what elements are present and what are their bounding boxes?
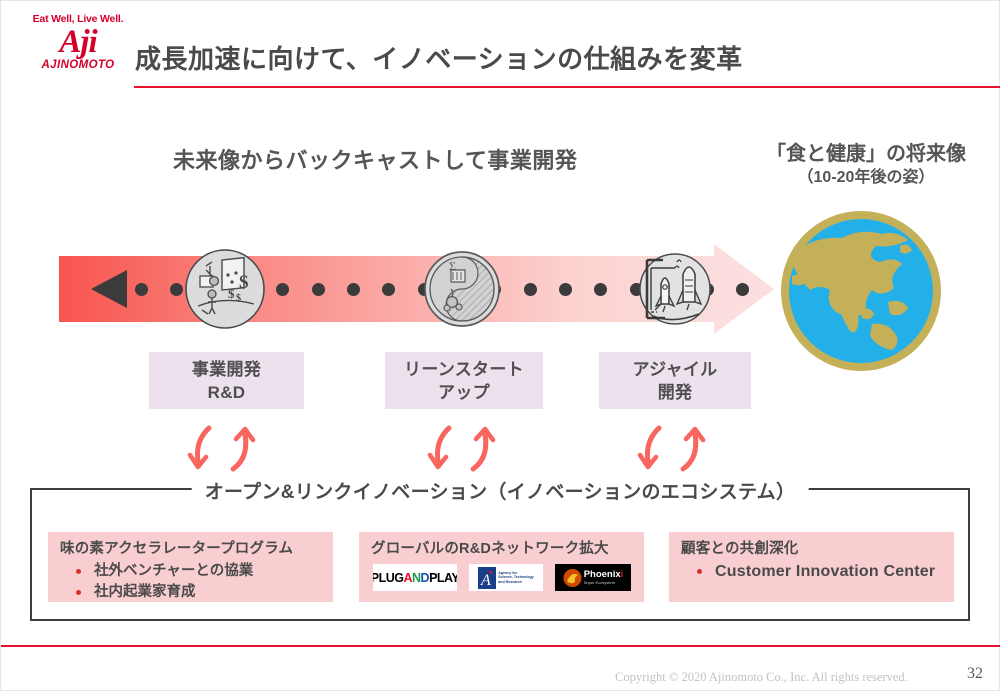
ecosystem-panel-customer-cocreation: 顧客との共創深化 Customer Innovation Center bbox=[669, 532, 954, 602]
list-item: 社内起業家育成 bbox=[74, 582, 323, 603]
svg-text:$: $ bbox=[228, 286, 235, 301]
stage-box-line2: R&D bbox=[207, 382, 246, 402]
timeline-dot bbox=[347, 282, 361, 296]
left-arrowhead-icon bbox=[91, 270, 127, 308]
timeline-dot bbox=[523, 282, 537, 296]
future-vision-heading: 「食と健康」の将来像 （10-20年後の姿） bbox=[741, 141, 991, 189]
stage-box-line1: 事業開発 bbox=[191, 359, 262, 379]
lean-startup-icon: Σ bbox=[421, 248, 503, 330]
ecosystem-panel-accelerator: 味の素アクセラレータープログラム 社外ベンチャーとの協業 社内起業家育成 bbox=[48, 532, 333, 602]
panel-title: 顧客との共創深化 bbox=[681, 541, 799, 557]
phoenixi-logo: Phoenixi Super Ecosystem bbox=[555, 564, 631, 591]
feedback-arrows-business-development bbox=[179, 425, 275, 473]
footer-divider bbox=[1, 645, 1000, 647]
bullet-dot-icon bbox=[697, 569, 702, 574]
stage-box-business-development: 事業開発 R&D bbox=[149, 352, 304, 409]
list-item: Customer Innovation Center bbox=[695, 561, 944, 582]
stage-box-line1: リーンスタート bbox=[404, 359, 524, 379]
bullet-dot-icon bbox=[76, 569, 81, 574]
page-number: 32 bbox=[967, 665, 983, 682]
list-item: 社外ベンチャーとの協業 bbox=[74, 561, 323, 582]
logo-wordmark: AJINOMOTO bbox=[41, 59, 115, 71]
title-divider bbox=[134, 86, 1000, 88]
stage-box-lean-startup: リーンスタート アップ bbox=[385, 352, 543, 409]
list-item-label: 社外ベンチャーとの協業 bbox=[94, 563, 254, 579]
svg-text:Σ: Σ bbox=[449, 259, 456, 273]
copyright-text: Copyright © 2020 Ajinomoto Co., Inc. All… bbox=[615, 670, 908, 684]
bullet-dot-icon bbox=[76, 590, 81, 595]
timeline-dot bbox=[594, 282, 608, 296]
svg-text:$: $ bbox=[239, 272, 249, 293]
backcast-arrow-band bbox=[59, 244, 774, 334]
timeline-dot bbox=[735, 282, 749, 296]
panel-bullet-list: 社外ベンチャーとの協業 社内起業家育成 bbox=[74, 561, 323, 603]
logo-tagline: Eat Well, Live Well. bbox=[32, 13, 124, 25]
feedback-arrows-lean-startup bbox=[419, 425, 515, 473]
panel-title: グローバルのR&Dネットワーク拡大 bbox=[371, 541, 609, 557]
list-item-label: Customer Innovation Center bbox=[715, 563, 936, 580]
plug-and-play-logo: PLUGANDPLAY bbox=[373, 564, 457, 591]
ecosystem-panel-global-rd: グローバルのR&Dネットワーク拡大 PLUGANDPLAY A Agency f… bbox=[359, 532, 644, 602]
future-vision-line1: 「食と健康」の将来像 bbox=[766, 143, 966, 165]
timeline-dot bbox=[170, 282, 184, 296]
svg-text:$: $ bbox=[236, 293, 241, 304]
stage-box-line1: アジャイル bbox=[632, 359, 718, 379]
page-title: 成長加速に向けて、イノベーションの仕組みを変革 bbox=[135, 44, 743, 74]
stage-box-agile-development: アジャイル 開発 bbox=[599, 352, 751, 409]
globe-icon bbox=[776, 206, 946, 376]
stage-box-line2: 開発 bbox=[657, 382, 693, 402]
agile-rocket-icon bbox=[631, 248, 713, 330]
stage-box-line2: アップ bbox=[438, 382, 490, 402]
timeline-dot bbox=[276, 282, 290, 296]
timeline-dot bbox=[311, 282, 325, 296]
svg-text:A: A bbox=[480, 572, 491, 589]
timeline-dot bbox=[382, 282, 396, 296]
ajinomoto-logo: Eat Well, Live Well. Aji AJINOMOTO bbox=[23, 13, 133, 85]
future-vision-line2: （10-20年後の姿） bbox=[797, 169, 935, 186]
timeline-dot bbox=[135, 282, 148, 296]
timeline-dot bbox=[559, 282, 573, 296]
backcast-heading: 未来像からバックキャストして事業開発 bbox=[173, 148, 578, 173]
logo-aji-mark: Aji bbox=[59, 24, 97, 60]
ecosystem-legend: オープン&リンクイノベーション（イノベーションのエコシステム） bbox=[191, 477, 809, 504]
business-development-icon: $ $ $ bbox=[184, 248, 266, 330]
panel-bullet-list: Customer Innovation Center bbox=[695, 561, 944, 582]
feedback-arrows-agile-development bbox=[629, 425, 725, 473]
panel-title: 味の素アクセラレータープログラム bbox=[60, 541, 294, 557]
list-item-label: 社内起業家育成 bbox=[94, 584, 196, 600]
